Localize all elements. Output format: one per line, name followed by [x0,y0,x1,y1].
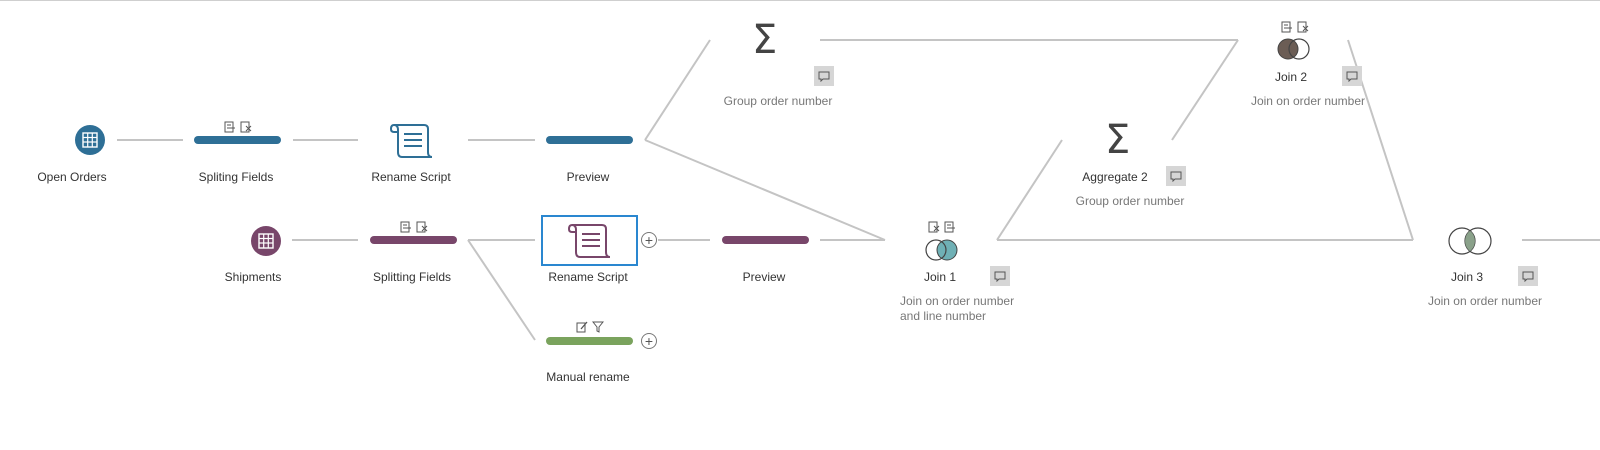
right-join-icon [925,239,958,261]
left-join-icon [1277,38,1310,60]
remove-field-icon [416,221,428,233]
join-2-node[interactable] [1277,37,1311,66]
aggregate-2-label: Aggregate 2 [1082,170,1148,184]
script-icon [568,224,611,258]
join-2-label: Join 2 [1274,70,1308,84]
join-3-label: Join 3 [1450,270,1484,284]
splitting-fields-clean-step[interactable] [370,236,457,244]
aggregate-2-description: Group order number [1075,194,1185,208]
comment-icon [1170,171,1182,182]
filter-icon [592,321,604,333]
join-2-comment-button[interactable] [1342,66,1362,86]
join-2-description: Join on order number [1250,94,1366,108]
open-orders-label: Open Orders [37,170,107,184]
aggregate-1-comment-button[interactable] [814,66,834,86]
join-1-node[interactable] [925,238,959,267]
join-3-node[interactable] [1445,226,1495,261]
rename-script-1-label: Rename Script [371,170,451,184]
join-1-description: Join on order number and line number [900,294,1014,324]
join-1-description-line2: and line number [900,309,987,323]
comment-icon [1346,71,1358,82]
splitting-fields-label: Splitting Fields [372,270,452,284]
join-1-step-icons [928,221,956,233]
rename-script-2-node[interactable] [541,215,638,266]
spliting-fields-step-icons [224,121,252,133]
spliting-fields-clean-step[interactable] [194,136,281,144]
split-field-icon [224,121,235,133]
spliting-fields-label: Spliting Fields [198,170,274,184]
connector-line [644,39,711,141]
connector-line [996,139,1063,241]
preview-1-label: Preview [566,170,610,184]
comment-icon [994,271,1006,282]
manual-rename-clean-step[interactable] [546,337,633,345]
connector-line [467,239,536,341]
open-orders-node[interactable] [75,125,105,155]
join-3-comment-button[interactable] [1518,266,1538,286]
connector-line [1171,39,1239,141]
join-1-label: Join 1 [923,270,957,284]
rename-script-1-node[interactable] [389,122,434,160]
aggregate-1-description: Group order number [723,94,833,108]
join-2-step-icons [1281,21,1309,33]
remove-field-icon [1297,21,1309,33]
comment-icon [1522,271,1534,282]
shipments-label: Shipments [224,270,282,284]
add-step-button[interactable]: + [641,232,657,248]
aggregate-1-sigma-icon[interactable]: Σ [752,17,778,63]
shipments-node[interactable] [251,226,281,256]
add-step-button[interactable]: + [641,333,657,349]
remove-field-icon [928,221,940,233]
preview-2-clean-step[interactable] [722,236,809,244]
table-icon [251,226,281,256]
table-icon [75,125,105,155]
script-icon [389,124,433,158]
preview-1-clean-step[interactable] [546,136,633,144]
split-field-icon [400,221,411,233]
split-field-icon [1281,21,1292,33]
aggregate-2-sigma-icon[interactable]: Σ [1105,117,1131,163]
inner-join-icon [1448,227,1492,255]
edit-icon [576,321,588,333]
join-1-comment-button[interactable] [990,266,1010,286]
preview-2-label: Preview [742,270,786,284]
manual-rename-step-icons [576,321,604,333]
join-3-description: Join on order number [1427,294,1543,308]
comment-icon [818,71,830,82]
manual-rename-label: Manual rename [546,370,630,384]
connector-line [644,139,886,241]
splitting-fields-step-icons [400,221,428,233]
join-1-description-line1: Join on order number [900,294,1015,308]
split-field-icon [944,221,955,233]
remove-field-icon [240,121,252,133]
aggregate-2-comment-button[interactable] [1166,166,1186,186]
top-divider [0,0,1600,1]
rename-script-2-label: Rename Script [548,270,628,284]
